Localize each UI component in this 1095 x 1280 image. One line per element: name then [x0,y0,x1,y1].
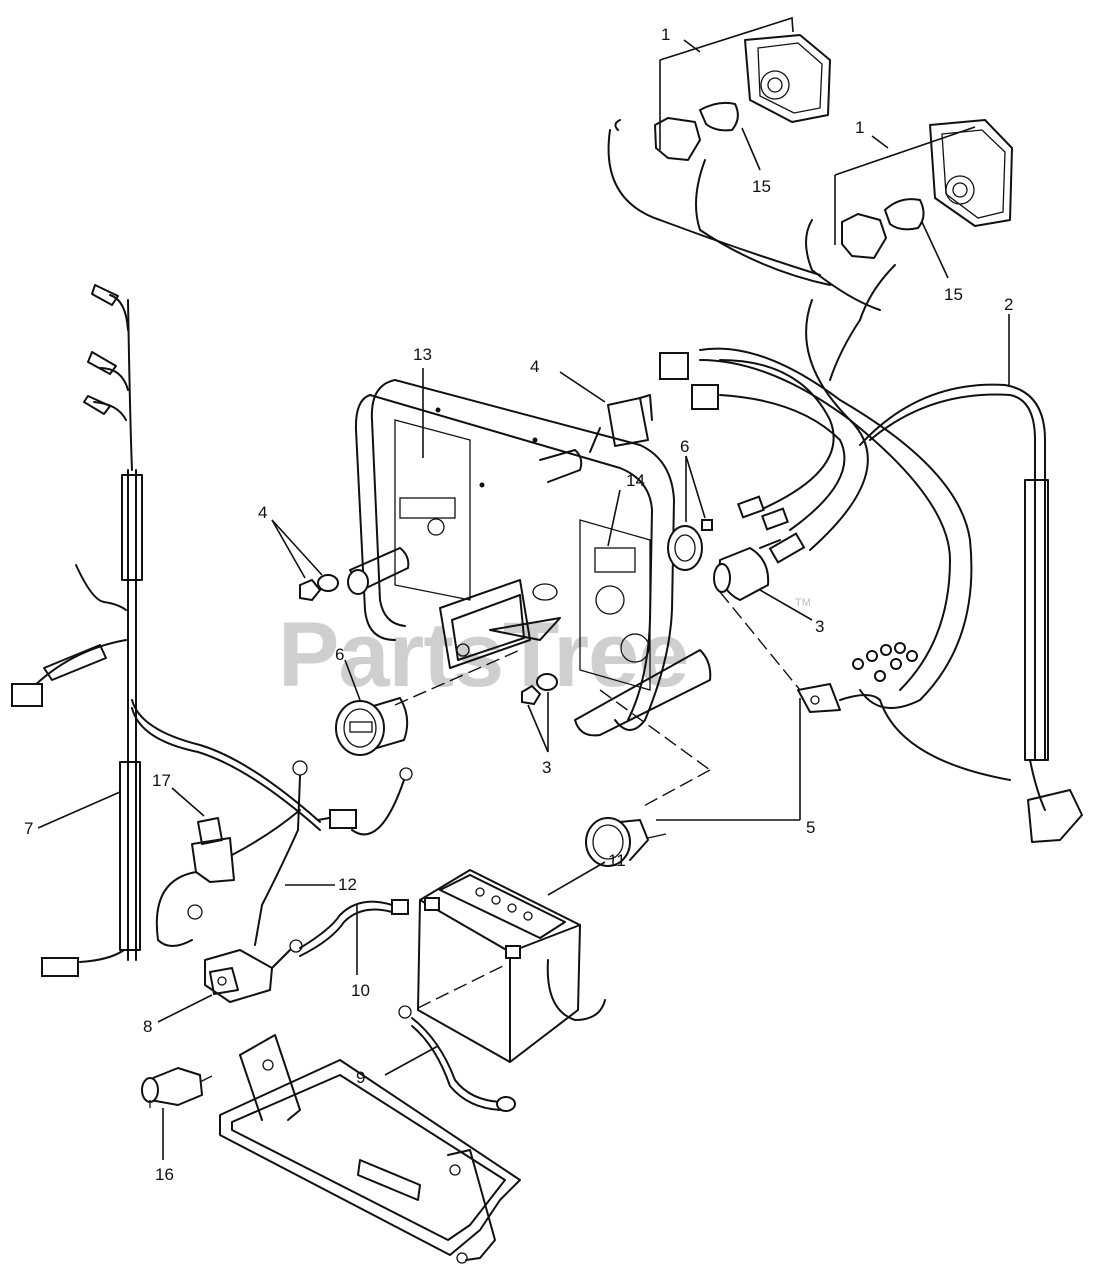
callout-3-right: 3 [815,617,824,636]
headlight-harness[interactable] [699,347,1083,843]
nut-washer-left[interactable] [299,574,339,602]
ground-cable[interactable] [398,1005,516,1112]
gauge[interactable] [585,817,667,867]
callout-6-upper: 6 [680,437,689,456]
callout-4-upper: 4 [530,357,539,376]
callout-6-left: 6 [335,645,344,664]
wire-bundle-mid [719,299,869,564]
callout-1-lower: 1 [855,118,864,137]
rectifier[interactable] [141,1067,213,1108]
light-assembly-lower[interactable] [805,119,1013,381]
callout-13: 13 [413,345,432,364]
callout-8: 8 [143,1017,152,1036]
callout-17: 17 [152,771,171,790]
battery[interactable] [417,869,606,1063]
rotary-switch[interactable] [713,539,781,601]
callout-1-bracket [659,16,794,61]
callout-12: 12 [338,875,357,894]
callout-14: 14 [626,471,645,490]
callout-15-lower: 15 [944,285,963,304]
bezel-ring[interactable] [667,519,713,571]
connector-upper-left [659,352,719,410]
callout-16: 16 [155,1165,174,1184]
lower-tube [574,649,712,737]
watermark-text: PartsTree [278,604,688,706]
callout-10: 9 [356,1068,365,1087]
watermark-trademark: TM [795,597,811,609]
main-harness[interactable] [11,284,321,977]
light-assembly-upper[interactable] [607,34,831,286]
dash-panel[interactable] [354,379,675,731]
hour-meter[interactable] [335,697,409,756]
starter-solenoid[interactable] [204,939,303,1003]
callout-7: 7 [24,819,33,838]
battery-tray [219,1034,521,1264]
wire-lug-group [254,760,413,946]
callout-15-upper: 15 [752,177,771,196]
callout-5: 5 [806,818,815,837]
callout-4-lower: 4 [258,503,267,522]
knob-cylinder [347,449,583,595]
callout-9: 10 [351,981,370,1000]
toggle-switch[interactable] [589,394,653,453]
panel-bracket [439,579,561,669]
callout-11: 11 [608,851,626,870]
callout-2: 2 [1004,295,1013,314]
positive-cable[interactable] [299,899,409,957]
mounting-clip[interactable] [797,642,1011,781]
callout-3-center: 3 [542,758,551,777]
callout-1: 1 [661,25,670,44]
nut-washer-center[interactable] [521,673,558,706]
fuse-holder[interactable] [155,809,301,947]
